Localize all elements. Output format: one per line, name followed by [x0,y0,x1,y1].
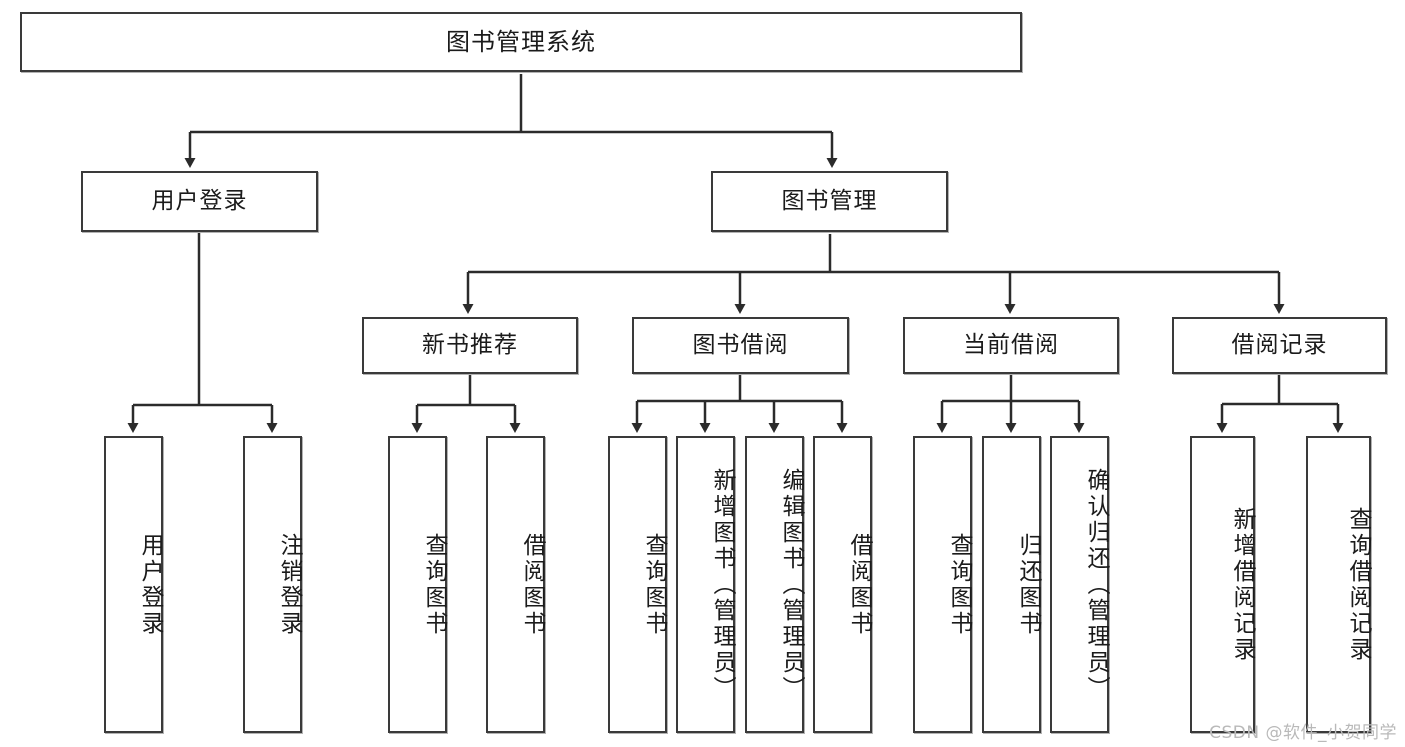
node-book-borrow[interactable]: 图书借阅 [632,317,849,374]
node-user-login[interactable]: 用户登录 [81,171,318,232]
leaf-user-login-logout[interactable]: 注销登录 [243,436,302,733]
leaf-current-return-book[interactable]: 归还图书 [982,436,1041,733]
node-label: 借阅记录 [1231,331,1328,358]
node-label: 图书管理系统 [446,27,596,56]
node-label: 图书借阅 [692,331,789,358]
node-label: 新书推荐 [422,331,518,358]
leaf-current-confirm-return[interactable]: 确认归还（管理员） [1050,436,1109,733]
node-book-management[interactable]: 图书管理 [711,171,948,232]
node-label: 图书管理 [781,187,878,214]
leaf-record-add[interactable]: 新增借阅记录 [1190,436,1255,733]
node-label: 注销登录 [276,532,302,637]
node-label: 借阅图书 [519,532,545,637]
leaf-user-login-login[interactable]: 用户登录 [104,436,163,733]
node-label: 查询图书 [641,532,667,637]
node-current-borrow[interactable]: 当前借阅 [903,317,1119,374]
leaf-new-book-borrow[interactable]: 借阅图书 [486,436,545,733]
node-label: 新增图书（管理员） [709,467,735,702]
node-label: 查询图书 [946,532,972,637]
leaf-borrow-borrow-book[interactable]: 借阅图书 [813,436,872,733]
leaf-new-book-query[interactable]: 查询图书 [388,436,447,733]
leaf-current-query-book[interactable]: 查询图书 [913,436,972,733]
leaf-borrow-add-book[interactable]: 新增图书（管理员） [676,436,735,733]
node-label: 当前借阅 [963,331,1059,358]
leaf-borrow-query-book[interactable]: 查询图书 [608,436,667,733]
node-label: 查询借阅记录 [1345,506,1371,663]
node-label: 借阅图书 [846,532,872,637]
node-new-book-recommend[interactable]: 新书推荐 [362,317,578,374]
node-label: 新增借阅记录 [1229,506,1255,663]
node-label: 用户登录 [151,187,248,214]
csdn-watermark: CSDN @软件_小贺同学 [1209,723,1397,743]
node-root-system[interactable]: 图书管理系统 [20,12,1022,72]
node-borrow-record[interactable]: 借阅记录 [1172,317,1387,374]
node-label: 查询图书 [421,532,447,637]
node-label: 用户登录 [137,532,163,637]
leaf-borrow-edit-book[interactable]: 编辑图书（管理员） [745,436,804,733]
node-label: 编辑图书（管理员） [778,467,804,702]
node-label: 确认归还（管理员） [1083,467,1109,702]
leaf-record-query[interactable]: 查询借阅记录 [1306,436,1371,733]
node-label: 归还图书 [1015,532,1041,637]
